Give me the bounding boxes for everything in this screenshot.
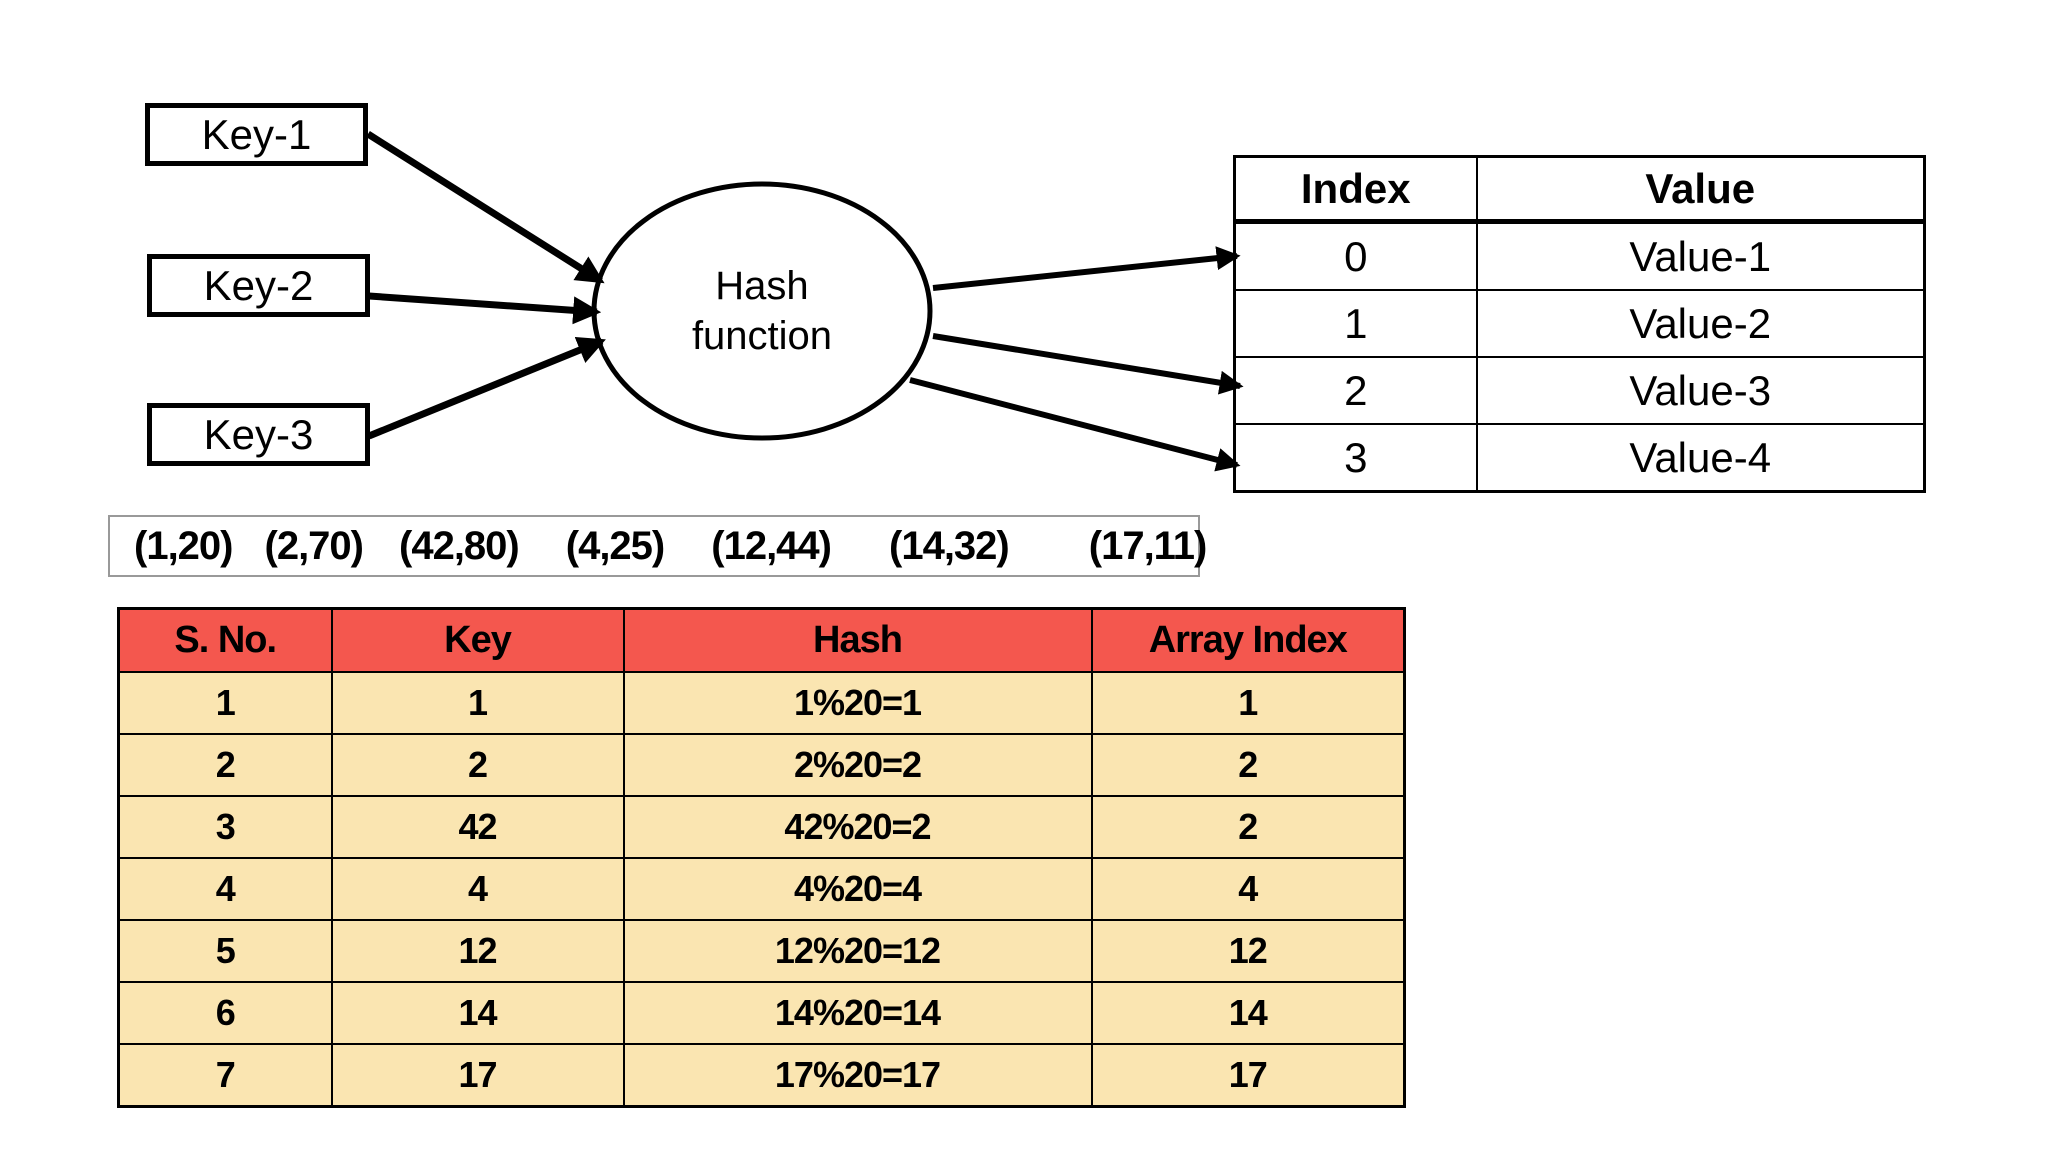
array-index-cell: 4 [1090,857,1406,921]
column-header-value: Value [1475,155,1926,224]
pair-item: (2,70) [264,523,364,568]
column-header-array-index: Array Index [1090,607,1406,673]
index-cell: 0 [1233,220,1478,291]
value-cell: Value-2 [1475,289,1926,358]
index-value-table: Index Value 0 Value-1 1 Value-2 2 Value-… [1233,155,1926,493]
hash-cell: 42%20=2 [622,795,1093,859]
hash-cell: 14%20=14 [622,981,1093,1045]
arrow-key3-to-hash-icon [367,337,606,440]
pair-item: (1,20) [134,523,233,568]
sno-cell: 6 [117,981,333,1045]
pair-item: (12,44) [711,523,832,568]
arrow-hash-to-index2-icon [932,333,1244,395]
index-cell: 2 [1233,356,1478,425]
key-cell: 12 [330,919,625,983]
index-value-header-row: Index Value [1233,155,1926,224]
table-row: 3 42 42%20=2 2 [117,795,1406,859]
array-index-cell: 17 [1090,1043,1406,1108]
key-cell: 42 [330,795,625,859]
column-header-index: Index [1233,155,1478,224]
hash-cell: 1%20=1 [622,671,1093,735]
key-cell: 1 [330,671,625,735]
table-row: 2 Value-3 [1233,356,1926,425]
key-cell: 14 [330,981,625,1045]
hash-computation-table: S. No. Key Hash Array Index 1 1 1%20=1 1… [117,607,1406,1108]
key-cell: 4 [330,857,625,921]
key-1-label: Key-1 [201,110,312,158]
sno-cell: 4 [117,857,333,921]
value-cell: Value-4 [1475,423,1926,493]
array-index-cell: 12 [1090,919,1406,983]
key-1-box: Key-1 [145,103,368,166]
hash-cell: 17%20=17 [622,1043,1093,1108]
pair-item: (42,80) [399,523,520,568]
sno-cell: 3 [117,795,333,859]
hash-function-label: Hash function [691,264,833,358]
table-row: 4 4 4%20=4 4 [117,857,1406,921]
array-index-cell: 14 [1090,981,1406,1045]
table-row: 3 Value-4 [1233,423,1926,493]
sno-cell: 2 [117,733,333,797]
hash-cell: 4%20=4 [622,857,1093,921]
table-row: 7 17 17%20=17 17 [117,1043,1406,1108]
arrow-key2-to-hash-icon [368,292,602,325]
arrow-key1-to-hash-icon [366,131,605,284]
pair-item: (17,11) [1088,523,1208,568]
sno-cell: 1 [117,671,333,735]
key-value-pairs-strip: (1,20) (2,70) (42,80) (4,25) (12,44) (14… [108,515,1207,577]
table-row: 6 14 14%20=14 14 [117,981,1406,1045]
key-3-box: Key-3 [147,403,370,466]
key-cell: 17 [330,1043,625,1108]
index-cell: 1 [1233,289,1478,358]
table-row: 1 1 1%20=1 1 [117,671,1406,735]
key-2-label: Key-2 [203,261,314,309]
value-cell: Value-3 [1475,356,1926,425]
column-header-key: Key [330,607,625,673]
array-index-cell: 2 [1090,733,1406,797]
pair-item: (4,25) [565,523,665,568]
column-header-sno: S. No. [117,607,333,673]
sno-cell: 7 [117,1043,333,1108]
arrow-hash-to-index3-icon [909,377,1241,472]
arrow-hash-to-index0-icon [932,246,1241,291]
key-cell: 2 [330,733,625,797]
key-2-box: Key-2 [147,254,370,317]
table-row: 0 Value-1 [1233,220,1926,291]
pair-item: (14,32) [889,523,1010,568]
array-index-cell: 2 [1090,795,1406,859]
sno-cell: 5 [117,919,333,983]
hash-cell: 2%20=2 [622,733,1093,797]
table-row: 1 Value-2 [1233,289,1926,358]
hash-cell: 12%20=12 [622,919,1093,983]
column-header-hash: Hash [622,607,1093,673]
table-row: 2 2 2%20=2 2 [117,733,1406,797]
value-cell: Value-1 [1475,220,1926,291]
key-3-label: Key-3 [203,410,314,458]
table-row: 5 12 12%20=12 12 [117,919,1406,983]
hash-table-header-row: S. No. Key Hash Array Index [117,607,1406,673]
index-cell: 3 [1233,423,1478,493]
array-index-cell: 1 [1090,671,1406,735]
